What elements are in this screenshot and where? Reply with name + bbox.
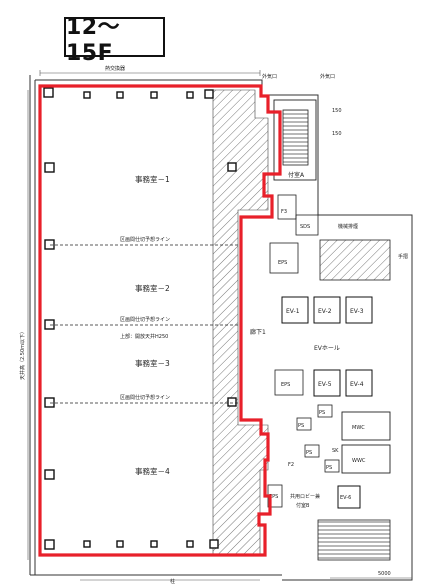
column [44, 319, 55, 330]
partition-label: 区画間仕切予想ライン [120, 236, 170, 243]
elevator-bank-lower [313, 369, 373, 397]
column [150, 91, 158, 99]
column [83, 540, 91, 548]
room-label: F3 [281, 209, 287, 215]
room-label: EPS [278, 260, 287, 266]
ev-hall-label: EVホール [314, 345, 340, 352]
annotation: 柱 [170, 578, 175, 585]
restroom-wwc [341, 444, 391, 474]
partition-lines [50, 244, 238, 404]
elevator-ev4 [345, 369, 373, 397]
annotation: 外気口 [320, 73, 335, 80]
column [204, 89, 214, 99]
column [116, 91, 124, 99]
column [43, 87, 54, 98]
annotation: 熱交換器 [105, 65, 125, 72]
room-label: WWC [352, 458, 366, 464]
office-label: 事務室－1 [135, 174, 170, 184]
elevator-ev3 [345, 296, 373, 324]
room-label: PS [319, 410, 325, 416]
column [44, 239, 55, 250]
column [44, 397, 55, 408]
machine-shaft [319, 239, 391, 281]
room-label: EPS [281, 382, 290, 388]
partition-label: 区画間仕切予想ライン [120, 316, 170, 323]
elevator-ev2 [313, 296, 341, 324]
column [44, 469, 55, 480]
elevator-ev1 [281, 296, 309, 324]
elevator-ev6 [337, 485, 361, 509]
room-label: F2 [288, 462, 294, 468]
lobby-label: 共用ロビー兼 [290, 493, 320, 500]
restroom-mwc [341, 411, 391, 441]
room-label: PS [326, 465, 332, 471]
room-label: MWC [352, 425, 365, 431]
column [227, 162, 237, 172]
elevator-label: EV-4 [350, 381, 364, 388]
dimension-lines [27, 70, 412, 581]
partition-label: 上部：開放天井H250 [120, 333, 168, 340]
annotation: 150 [332, 131, 342, 137]
column [186, 540, 194, 548]
room-label: EPS [269, 494, 278, 500]
elevator-label: EV-6 [340, 495, 351, 501]
room-label: PS [306, 450, 312, 456]
stair-top [282, 109, 309, 166]
elevator-label: EV-1 [286, 308, 300, 315]
office-label: 事務室－2 [135, 283, 170, 293]
building-outline [29, 75, 413, 581]
annotation: 5000 [378, 571, 391, 577]
room-label: SK [332, 448, 339, 454]
lobby-label: 付室B [296, 502, 310, 509]
room-label: 付室A [288, 171, 305, 179]
annotation: 150 [332, 108, 342, 114]
column [209, 539, 219, 549]
elevator-label: EV-2 [318, 308, 332, 315]
leasable-area-outline [38, 84, 282, 557]
column [83, 91, 91, 99]
columns [43, 87, 237, 550]
elevator-bank-upper [281, 296, 373, 324]
column [227, 397, 237, 407]
room-label: SDS [300, 224, 310, 230]
annotation: 手摺 [398, 253, 408, 260]
annotation: 天井高（2.50m以下） [19, 329, 26, 380]
corridor-label: 廊下1 [250, 328, 266, 336]
partition-label: 区画間仕切予想ライン [120, 394, 170, 401]
room-label: PS [298, 423, 304, 429]
stair-bottom [317, 519, 391, 561]
column [44, 162, 55, 173]
elevator-label: EV-3 [350, 308, 364, 315]
column [150, 540, 158, 548]
annotation: 外気口 [262, 73, 277, 80]
elevator-ev5 [313, 369, 341, 397]
column [186, 91, 194, 99]
elevator-label: EV-5 [318, 381, 332, 388]
annotation: 機械排煙 [338, 223, 358, 230]
office-label: 事務室－4 [135, 466, 170, 476]
column [116, 540, 124, 548]
column [44, 539, 55, 550]
office-label: 事務室－3 [135, 358, 170, 368]
